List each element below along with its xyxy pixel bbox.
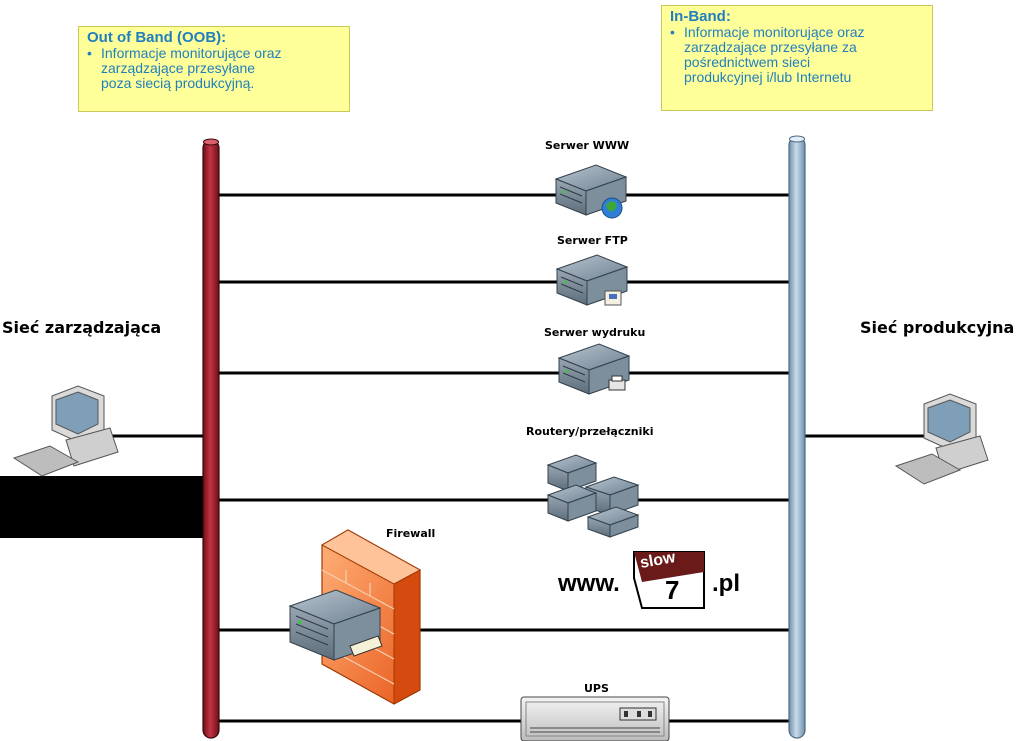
label-firewall: Firewall: [386, 527, 436, 540]
ups-icon: [520, 696, 670, 741]
oob-text: Informacje monitorujące oraz zarządzając…: [101, 45, 282, 91]
label-ups: UPS: [584, 682, 609, 695]
logo-prefix: www.: [558, 570, 620, 597]
logo-slow7-graphic: [633, 551, 705, 609]
management-link-band: [0, 476, 208, 538]
oob-bus: [202, 138, 220, 739]
inband-text: Informacje monitorujące oraz zarządzając…: [684, 24, 865, 85]
bus-links: [108, 193, 925, 723]
label-print-server: Serwer wydruku: [544, 326, 646, 339]
routers-switches-icon: [546, 454, 640, 538]
label-production-network: Sieć produkcyjna: [860, 318, 1015, 337]
oob-title: Out of Band (OOB):: [87, 29, 227, 46]
web-server-icon: [554, 164, 628, 219]
oob-note: Out of Band (OOB): • Informacje monitoru…: [78, 26, 350, 112]
inband-note: In-Band: • Informacje monitorujące oraz …: [661, 5, 933, 111]
label-web-server: Serwer WWW: [545, 139, 630, 152]
inband-title: In-Band:: [670, 8, 731, 25]
production-computer-icon: [894, 393, 989, 485]
logo-suffix: .pl: [712, 570, 740, 597]
logo-number: 7: [665, 575, 680, 605]
ftp-server-icon: [555, 254, 629, 306]
inband-bus: [788, 135, 806, 739]
label-routers: Routery/przełączniki: [526, 425, 654, 438]
label-management-network: Sieć zarządzająca: [2, 318, 162, 337]
firewall-icon: [288, 529, 422, 705]
label-ftp-server: Serwer FTP: [557, 234, 628, 247]
inband-bullet: •: [670, 24, 675, 40]
management-computer-icon: [12, 385, 119, 477]
oob-bullet: •: [87, 45, 92, 61]
print-server-icon: [557, 343, 631, 395]
